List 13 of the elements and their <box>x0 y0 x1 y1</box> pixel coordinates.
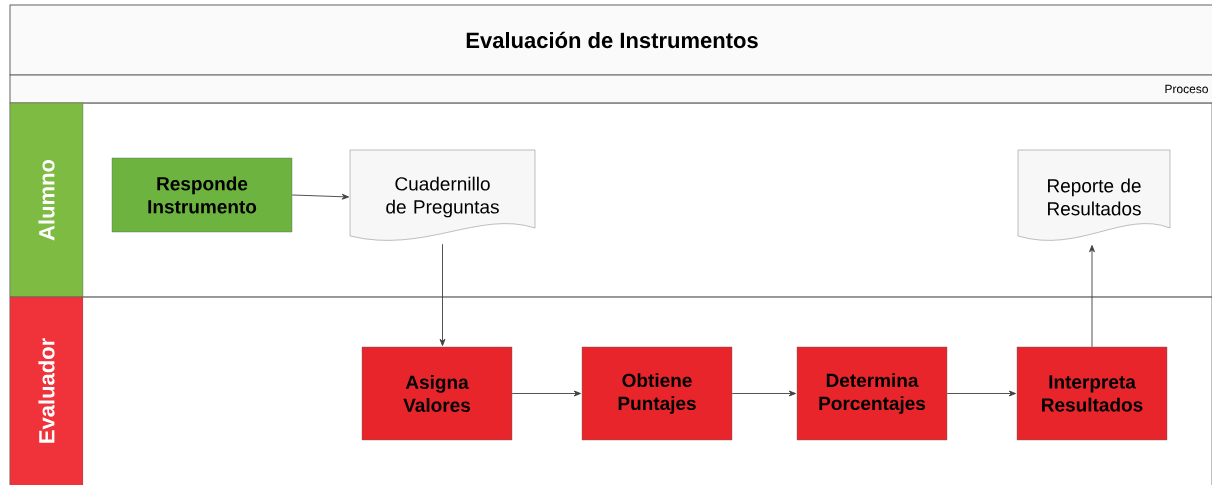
arrow <box>511 390 582 397</box>
process-box: Asigna Valores <box>361 346 513 441</box>
process-box: Determina Porcentajes <box>796 346 948 441</box>
arrow <box>439 243 446 346</box>
process-box: Interpreta Resultados <box>1016 346 1168 441</box>
arrow <box>946 390 1017 397</box>
title-band: Evaluación de Instrumentos <box>9 4 1212 76</box>
arrow <box>1089 245 1095 348</box>
arrow <box>291 193 349 200</box>
phase-band: Proceso <box>9 74 1212 104</box>
arrow <box>731 390 797 397</box>
process-box: Obtiene Puntajes <box>581 346 733 441</box>
process-box: Responde Instrumento <box>111 157 293 233</box>
